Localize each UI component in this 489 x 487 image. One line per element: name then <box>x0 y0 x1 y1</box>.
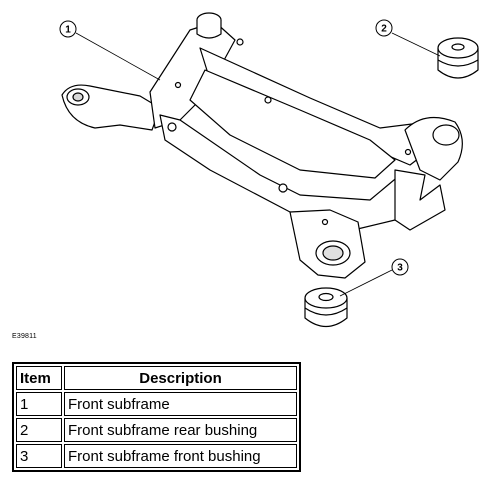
legend-item-number: 3 <box>16 444 62 468</box>
rear-bushing <box>437 37 479 79</box>
legend-header-row: Item Description <box>16 366 297 390</box>
legend-table: Item Description 1 Front subframe 2 Fron… <box>12 362 301 472</box>
subframe-illustration: 1 2 3 <box>59 12 479 328</box>
legend-row: 1 Front subframe <box>16 392 297 416</box>
callout-1-leader <box>75 32 161 81</box>
callout-3-leader <box>339 269 393 297</box>
legend-item-description: Front subframe rear bushing <box>64 418 297 442</box>
legend-row: 2 Front subframe rear bushing <box>16 418 297 442</box>
legend-item-number: 2 <box>16 418 62 442</box>
callout-2-leader <box>391 32 441 57</box>
callout-1-label: 1 <box>65 25 71 36</box>
callout-3-label: 3 <box>397 263 403 274</box>
callout-3-circle <box>391 258 409 276</box>
legend-row: 3 Front subframe front bushing <box>16 444 297 468</box>
callout-2-label: 2 <box>381 24 387 35</box>
legend-item-description: Front subframe front bushing <box>64 444 297 468</box>
callout-1-circle <box>59 20 77 38</box>
description-column-header: Description <box>64 366 297 390</box>
callout-2-circle <box>375 19 393 37</box>
front-subframe <box>61 12 463 279</box>
legend-item-number: 1 <box>16 392 62 416</box>
item-column-header: Item <box>16 366 62 390</box>
front-bushing <box>304 287 348 328</box>
figure-reference-id: E39811 <box>12 333 37 340</box>
legend-item-description: Front subframe <box>64 392 297 416</box>
